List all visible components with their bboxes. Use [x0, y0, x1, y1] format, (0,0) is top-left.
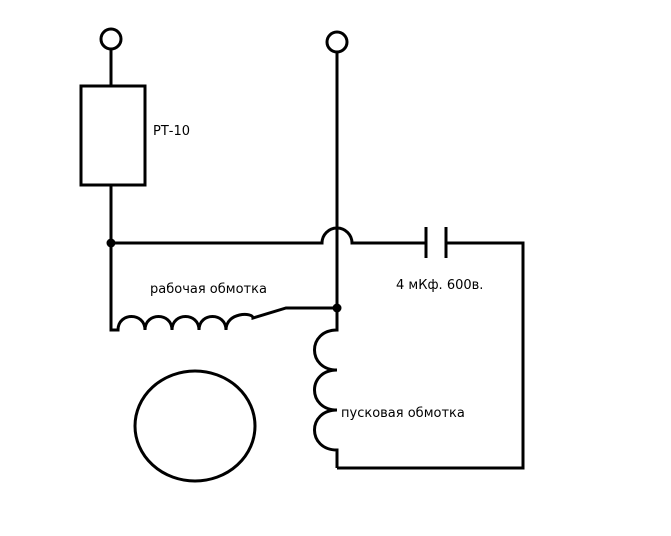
right-terminal [325, 30, 349, 54]
start-winding [313, 308, 339, 468]
capacitor-return-wire [337, 241, 525, 470]
run-winding-label: рабочая обмотка [150, 282, 267, 297]
relay-label: РТ-10 [153, 124, 190, 139]
rotor-circle [133, 369, 257, 483]
relay-block [79, 84, 147, 187]
start-winding-label: пусковая обмотка [341, 406, 465, 421]
run-winding [109, 243, 337, 332]
left-terminal [99, 27, 123, 51]
capacitor-feed-wire [111, 226, 426, 245]
capacitor-label: 4 мКф. 600в. [396, 278, 483, 293]
